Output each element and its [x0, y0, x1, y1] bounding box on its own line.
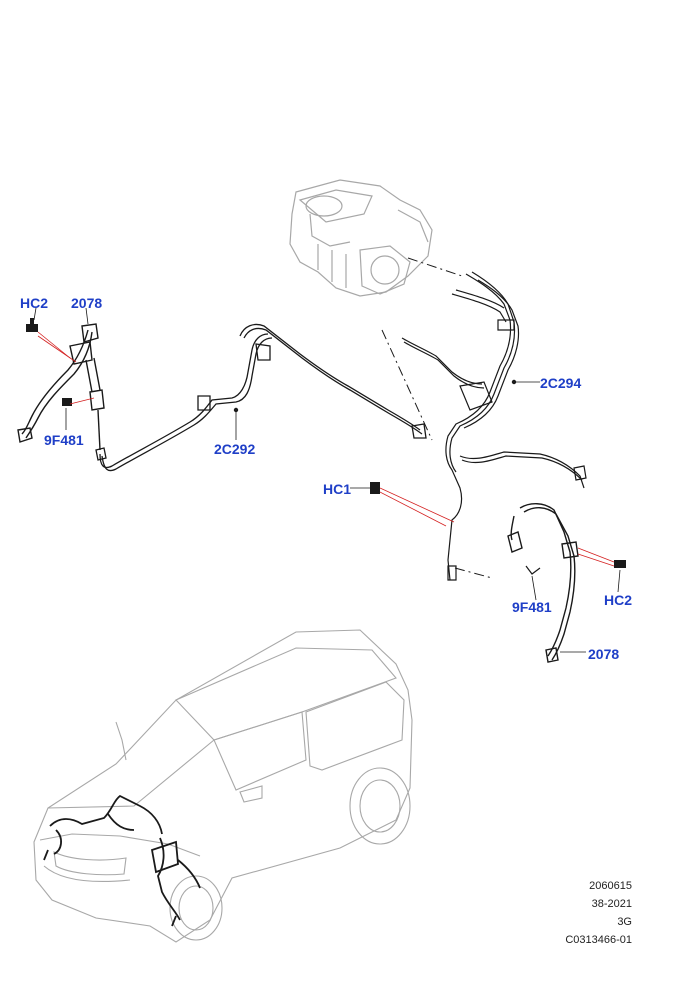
callout-2078-right[interactable]: 2078 — [588, 646, 620, 662]
callout-9f481-right[interactable]: 9F481 — [512, 599, 552, 615]
leader-lines — [37, 331, 615, 567]
left-bracket-hc2 — [26, 318, 38, 332]
right-flexible-hose — [507, 503, 579, 663]
brake-booster-assembly — [289, 179, 433, 297]
callout-9f481-left[interactable]: 9F481 — [44, 432, 84, 448]
brake-pipe-2c292 — [95, 323, 427, 472]
callout-2c292[interactable]: 2C292 — [214, 441, 256, 457]
right-clip-9f481 — [525, 565, 541, 575]
left-flexible-hose — [17, 323, 105, 451]
reference-date: 38-2021 — [591, 898, 632, 910]
callout-leaders — [33, 307, 621, 653]
hc1-bracket — [370, 482, 380, 494]
right-bracket-hc2 — [614, 560, 626, 568]
reference-code: 3G — [617, 916, 632, 928]
left-clip-9f481 — [62, 398, 72, 406]
callout-2c294[interactable]: 2C294 — [540, 375, 582, 391]
reference-number: 2060615 — [589, 880, 632, 892]
callout-hc2-left[interactable]: HC2 — [20, 295, 49, 311]
pipe-2c292-dot — [233, 407, 239, 413]
vehicle-brake-lines — [43, 794, 201, 927]
reference-drawing-id: C0313466-01 — [565, 934, 632, 946]
guide-lines — [381, 257, 493, 579]
callout-hc1[interactable]: HC1 — [323, 481, 352, 497]
vehicle-outline — [33, 629, 413, 943]
brake-pipe-bundle-2c294 — [401, 271, 587, 581]
callout-hc2-right[interactable]: HC2 — [604, 592, 633, 608]
callout-2078-left[interactable]: 2078 — [71, 295, 103, 311]
